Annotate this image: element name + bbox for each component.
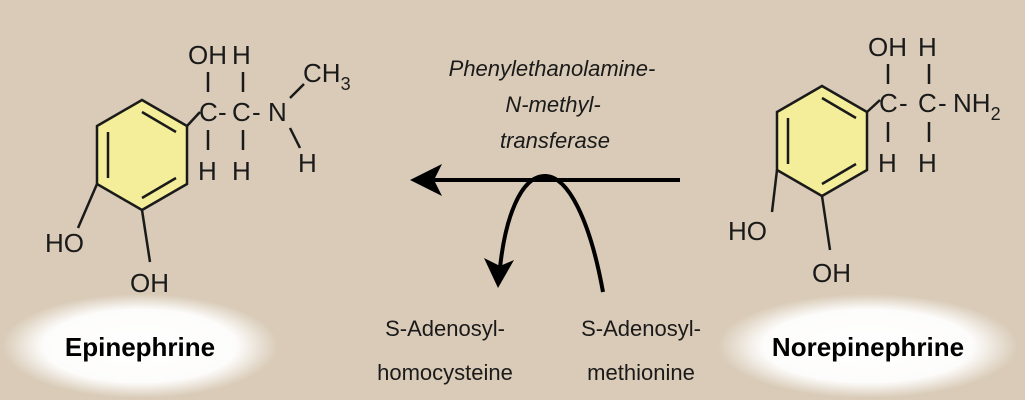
- epinephrine-ch3: CH3: [303, 58, 351, 94]
- reaction-arrowhead: [410, 164, 442, 196]
- norepinephrine-h-bottom-1: H: [878, 148, 897, 178]
- enzyme-name-line-3: transferase: [500, 128, 610, 153]
- substrate-cofactor-line-2: methionine: [587, 360, 695, 385]
- norepinephrine-nh2: NH2: [953, 88, 1001, 124]
- norepinephrine-dash-1: -: [899, 88, 908, 118]
- epinephrine-benzene-ring: [95, 98, 189, 212]
- epinephrine-h-bottom-1: H: [198, 156, 217, 186]
- epinephrine-dash-1: -: [218, 97, 227, 127]
- epinephrine-n-ch3-bond: [289, 83, 305, 99]
- norepinephrine-c1: C: [879, 88, 898, 118]
- norepinephrine-dash-2: -: [938, 88, 947, 118]
- product-cofactor-line-2: homocysteine: [377, 360, 513, 385]
- cofactor-curve-arrow: [498, 173, 605, 293]
- norepinephrine-ring-chain-bond: [866, 99, 881, 113]
- epinephrine-double-bond-1: [141, 110, 177, 134]
- epinephrine-oh-bond: [140, 209, 152, 263]
- norepinephrine-oh-top: OH: [868, 32, 907, 62]
- epinephrine-c1: C: [199, 97, 218, 127]
- epinephrine-oh-top: OH: [188, 40, 227, 70]
- enzyme-name-line-2: N-methyl-: [505, 92, 600, 117]
- epinephrine-ring-chain-bond: [186, 111, 201, 127]
- norepinephrine-h-top: H: [918, 32, 937, 62]
- norepinephrine-benzene-ring: [775, 84, 869, 198]
- epinephrine-h-top: H: [232, 40, 251, 70]
- norepinephrine-double-bond-2: [821, 162, 857, 186]
- cofactor-arrowhead: [484, 258, 514, 288]
- norepinephrine-oh-bond: [820, 195, 832, 251]
- norepinephrine-ho: HO: [728, 216, 767, 246]
- epinephrine-h-n: H: [298, 148, 317, 178]
- epinephrine-oh-bottom: OH: [130, 268, 169, 298]
- norepinephrine-molecule: OH H C - C - NH2 H H HO OH: [728, 32, 1001, 288]
- norepinephrine-c2: C: [918, 88, 937, 118]
- product-cofactor-line-1: S-Adenosyl-: [385, 316, 505, 341]
- epinephrine-c2: C: [232, 97, 251, 127]
- norepinephrine-label: Norepinephrine: [772, 332, 964, 362]
- epinephrine-double-bond-2: [141, 176, 177, 200]
- epinephrine-molecule: OH H C - C - N CH3 H H H HO OH: [45, 40, 351, 298]
- enzyme-name-line-1: Phenylethanolamine-: [449, 56, 656, 81]
- epinephrine-h-bottom-2: H: [232, 156, 251, 186]
- epinephrine-dash-2: -: [252, 97, 261, 127]
- epinephrine-label-glow: [2, 294, 278, 398]
- epinephrine-label: Epinephrine: [65, 332, 215, 362]
- epinephrine-n: N: [268, 97, 287, 127]
- epinephrine-ho-bond: [76, 183, 99, 229]
- norepinephrine-double-bond-1: [821, 96, 857, 120]
- norepinephrine-label-glow: [718, 294, 1018, 398]
- epinephrine-n-h-bond: [288, 127, 302, 149]
- epinephrine-ho: HO: [45, 228, 84, 258]
- norepinephrine-h-bottom-2: H: [918, 148, 937, 178]
- norepinephrine-oh-bottom: OH: [812, 258, 851, 288]
- norepinephrine-ho-bond: [770, 169, 779, 213]
- substrate-cofactor-line-1: S-Adenosyl-: [581, 316, 701, 341]
